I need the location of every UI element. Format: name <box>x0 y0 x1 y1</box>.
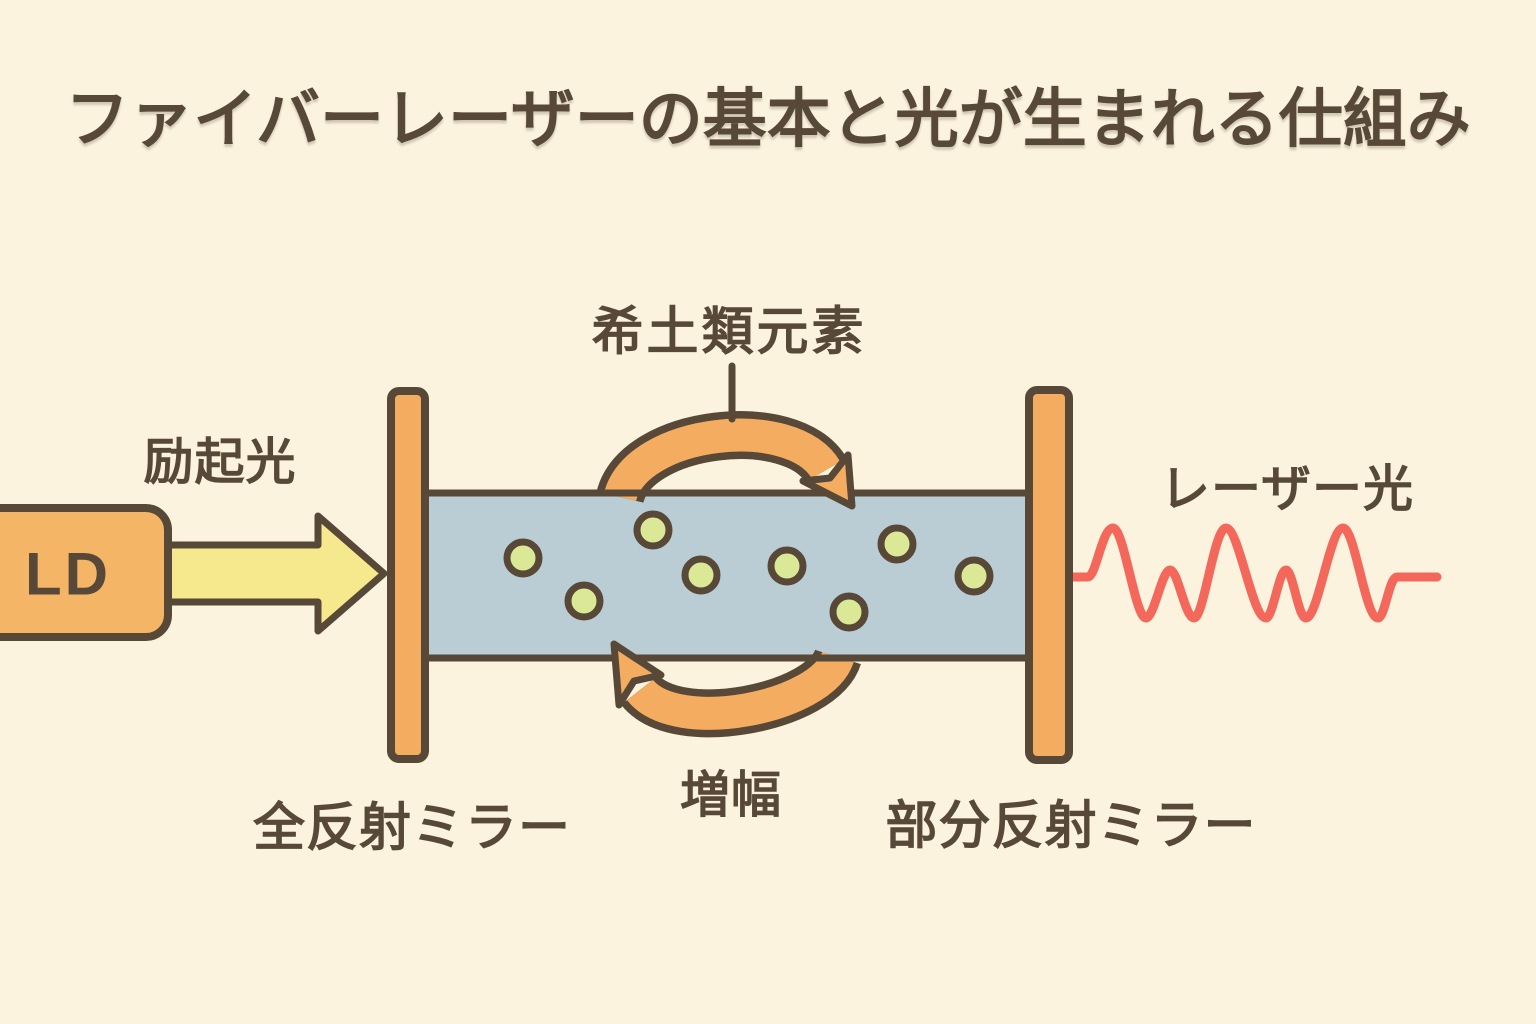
amplification-label: 増幅 <box>680 767 782 823</box>
dopant-particles <box>503 510 994 632</box>
laser-output-wave-icon <box>1061 523 1442 623</box>
gain-loop-bottom-arrow-icon <box>621 646 861 738</box>
dopant-particle <box>681 555 721 595</box>
rare-earth-label: 希土類元素 <box>591 303 867 362</box>
pump-light-arrow-icon <box>156 512 388 635</box>
dopant-particle <box>564 581 604 621</box>
total-reflection-mirror-label: 全反射ミラー <box>252 799 572 858</box>
dopant-particle <box>503 538 543 578</box>
pump-light-label: 励起光 <box>143 434 297 490</box>
dopant-particle <box>829 592 869 632</box>
partial-reflection-mirror-label: 部分反射ミラー <box>885 797 1257 856</box>
partial-reflection-mirror <box>1025 386 1073 764</box>
gain-loop-top-arrow-icon <box>596 411 847 506</box>
dopant-particle <box>954 556 994 596</box>
dopant-particle <box>633 510 673 550</box>
dopant-particle <box>767 546 807 586</box>
total-reflection-mirror <box>387 387 429 763</box>
laser-output-label: レーザー光 <box>1160 461 1414 517</box>
laser-diode-label: LD <box>25 540 111 608</box>
page-title: ファイバーレーザーの基本と光が生まれる仕組み <box>65 83 1471 155</box>
laser-diode-box <box>0 504 172 641</box>
gain-loop-top-arrowhead-icon <box>799 451 856 510</box>
gain-loop-bottom-arrowhead-icon <box>610 640 665 709</box>
dopant-particle <box>877 524 917 564</box>
